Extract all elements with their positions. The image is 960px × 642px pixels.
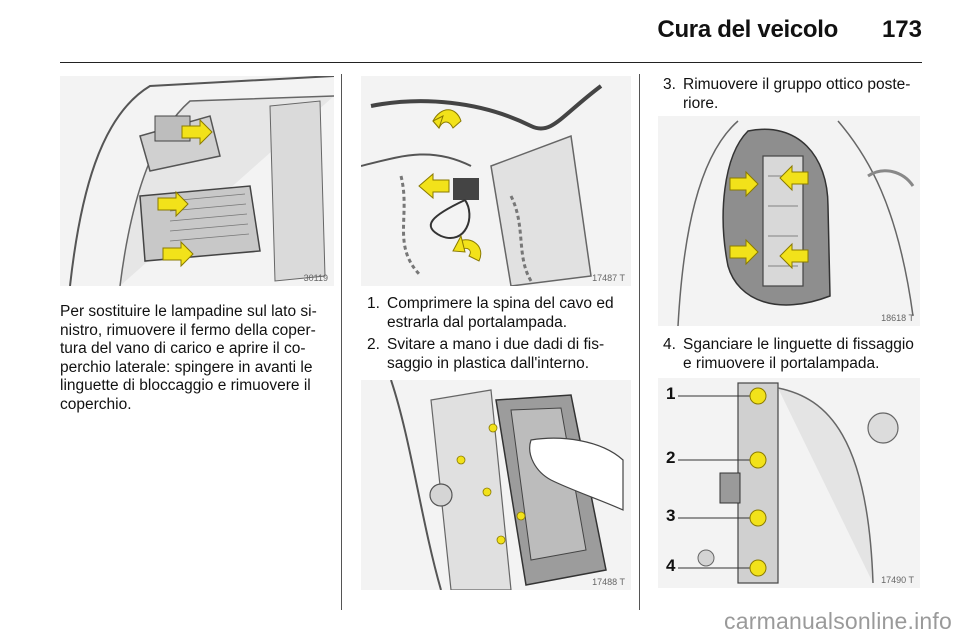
paragraph-line: nistro, rimuovere il fermo della coper- [60,321,316,339]
figure-code: 30119 [303,273,328,283]
figure-plastic-nuts: 17488 T [361,380,631,590]
step-number: 2. [367,336,380,353]
paragraph-line: linguette di bloccaggio e rimuovere il [60,377,311,394]
step-text: Comprimere la spina del cavo ed estrarla… [387,295,647,332]
callout-1: 1 [666,384,676,403]
step-line: Sganciare le linguette di fissaggio [683,336,914,353]
step-line: e rimuovere il portalampada. [683,354,880,372]
step-text: Sganciare le linguette di fissaggio e ri… [683,336,943,373]
cable-plug-illustration [361,76,631,286]
step-line: Comprimere la spina del cavo ed [387,295,614,312]
figure-code: 17490 T [881,575,914,585]
figure-code: 17488 T [592,577,625,587]
callout-2: 2 [666,448,676,467]
figure-cargo-cover: 30119 [60,76,334,286]
step-text: Rimuovere il gruppo ottico poste- riore. [683,76,943,113]
figure-code: 18618 T [881,313,914,323]
instruction-paragraph: Per sostituire le lampadine sul lato si-… [60,303,338,414]
step-line: riore. [683,94,719,112]
callout-4: 4 [666,556,676,575]
figure-cable-plug: 17487 T [361,76,631,286]
figure-code: 17487 T [592,273,625,283]
header-divider [60,62,922,63]
tail-light-illustration [658,116,920,326]
paragraph-line: tura del vano di carico e aprire il co- [60,340,306,357]
callout-3: 3 [666,506,676,525]
step-number: 1. [367,295,380,312]
column-divider-1 [341,74,342,610]
figure-tail-light: 18618 T [658,116,920,326]
cargo-cover-illustration [60,76,334,286]
plastic-nuts-illustration [361,380,631,590]
column-divider-2 [639,74,640,610]
step-number: 3. [663,76,676,93]
page-title: Cura del veicolo [657,16,838,43]
step-line: Rimuovere il gruppo ottico poste- [683,76,911,93]
step-number: 4. [663,336,676,353]
step-line: estrarla dal portalampada. [387,313,568,331]
paragraph-line: coperchio. [60,395,132,413]
figure-bulb-holder: 1 2 3 4 17490 T [658,378,920,588]
step-line: saggio in plastica dall'interno. [387,354,589,372]
step-text: Svitare a mano i due dadi di fis- saggio… [387,336,647,373]
step-line: Svitare a mano i due dadi di fis- [387,336,605,353]
paragraph-line: Per sostituire le lampadine sul lato si- [60,303,317,320]
site-watermark: carmanualsonline.info [724,608,952,634]
bulb-holder-illustration [658,378,920,588]
paragraph-line: perchio laterale: spingere in avanti le [60,358,313,376]
page-number: 173 [881,16,922,43]
